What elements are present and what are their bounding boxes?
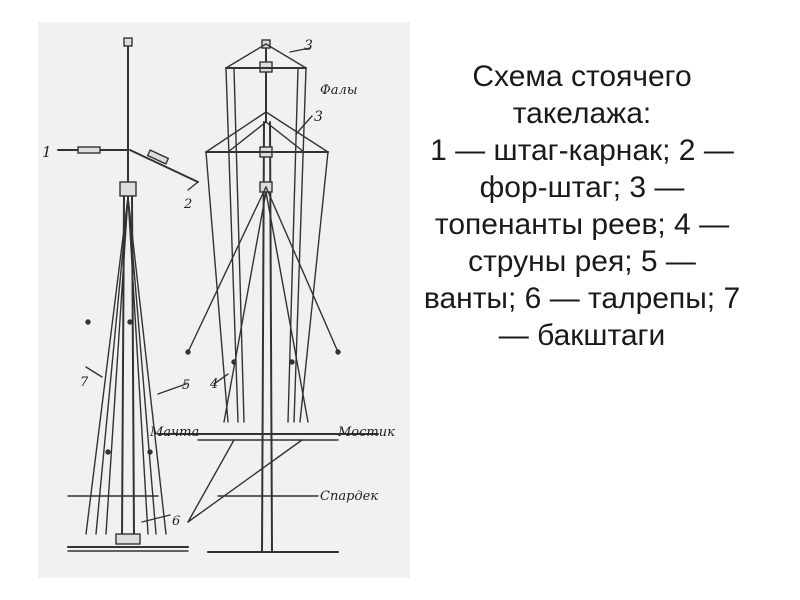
rigging-drawing: 1 2 3 Фалы 3 7 5 4 Мачта Мостик 6 Спарде… [42, 37, 395, 553]
label-7: 7 [80, 375, 89, 390]
caption-line-6: струны рея; 5 — [468, 245, 696, 278]
left-mast [57, 37, 199, 552]
label-mostik: Мостик [337, 425, 395, 440]
label-4: 4 [209, 377, 218, 392]
caption-line-3: 1 — штаг-карнак; 2 — [430, 134, 734, 167]
caption-line-2: такелажа: [512, 97, 652, 130]
label-faly: Фалы [320, 83, 357, 98]
label-5: 5 [182, 378, 190, 393]
caption-line-4: фор-штаг; 3 — [479, 171, 685, 204]
label-3-mid: 3 [314, 109, 323, 125]
label-sparde: Спардек [320, 489, 378, 504]
caption: Схема стоячего такелажа: 1 — штаг-карнак… [392, 58, 772, 354]
label-6: 6 [172, 514, 180, 529]
caption-line-1: Схема стоячего [472, 60, 692, 93]
label-1: 1 [42, 143, 52, 161]
caption-line-7: ванты; 6 — талрепы; 7 [423, 282, 741, 315]
label-2: 2 [183, 197, 192, 212]
right-mast [157, 39, 379, 553]
label-3-top: 3 [304, 38, 313, 54]
rigging-diagram: 1 2 3 Фалы 3 7 5 4 Мачта Мостик 6 Спарде… [38, 22, 410, 578]
label-machta: Мачта [149, 425, 199, 440]
caption-line-5: топенанты реев; 4 — [434, 208, 730, 241]
caption-line-8: — бакштаги [498, 319, 666, 352]
